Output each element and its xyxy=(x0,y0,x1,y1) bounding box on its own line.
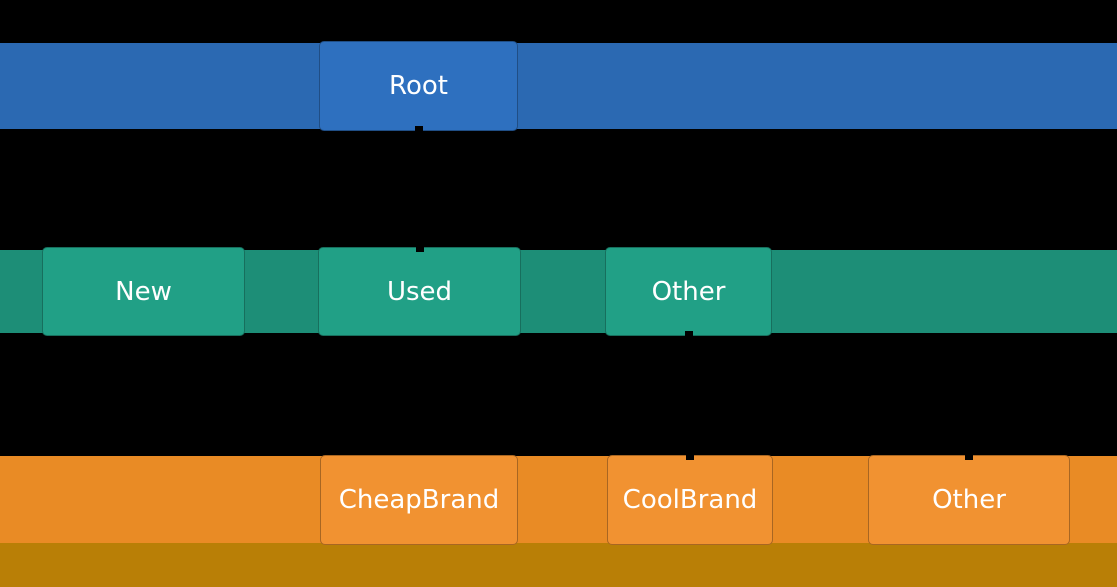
node-new[interactable]: New xyxy=(42,247,245,336)
node-other-condition[interactable]: Other xyxy=(605,247,772,336)
connector-notch xyxy=(414,126,423,131)
leaf-strip xyxy=(0,543,1117,587)
node-cheapbrand[interactable]: CheapBrand xyxy=(320,455,518,545)
connector-notch xyxy=(686,455,694,460)
node-coolbrand-label: CoolBrand xyxy=(622,485,758,515)
node-new-label: New xyxy=(115,276,172,307)
node-cheapbrand-label: CheapBrand xyxy=(338,485,500,515)
node-used-label: Used xyxy=(386,276,453,307)
node-other-condition-label: Other xyxy=(651,276,726,307)
node-other-brand[interactable]: Other xyxy=(868,455,1070,545)
node-root[interactable]: Root xyxy=(319,41,518,131)
level-1-bar xyxy=(0,43,1117,129)
node-root-label: Root xyxy=(389,71,448,101)
node-coolbrand[interactable]: CoolBrand xyxy=(607,455,773,545)
connector-notch xyxy=(965,455,973,460)
node-used[interactable]: Used xyxy=(318,247,521,336)
node-other-brand-label: Other xyxy=(932,485,1006,515)
connector-notch xyxy=(684,331,693,336)
connector-notch xyxy=(415,247,424,252)
